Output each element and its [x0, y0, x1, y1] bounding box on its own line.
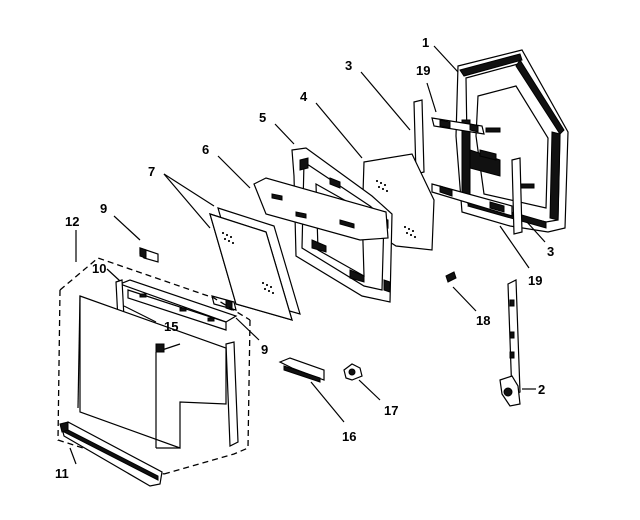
callout-1: 1 [422, 35, 429, 50]
callout-12: 12 [65, 214, 79, 229]
spacer-clip-9-upper [139, 247, 159, 263]
callout-9-upper: 9 [100, 201, 107, 216]
screw-18 [445, 271, 457, 283]
vent-strip-16 [278, 357, 325, 383]
glass-4-pattern-upper [376, 180, 388, 192]
leader-lines [69, 45, 546, 465]
spacer-clip-9-lower [211, 295, 237, 311]
callout-19-upper: 19 [416, 63, 430, 78]
bracket-19-upper [431, 117, 485, 135]
callout-6: 6 [202, 142, 209, 157]
callout-18: 18 [476, 313, 490, 328]
callout-3-upper: 3 [345, 58, 352, 73]
callout-17: 17 [384, 403, 398, 418]
callout-16: 16 [342, 429, 356, 444]
callouts: 1 2 3 3 4 5 6 7 9 9 10 11 12 15 16 17 18… [55, 35, 554, 481]
glass-7-pattern-lower [262, 282, 274, 294]
callout-10: 10 [92, 261, 106, 276]
callout-4: 4 [300, 89, 308, 104]
glass-panel-7-front [209, 213, 293, 321]
top-trim-10 [118, 279, 238, 331]
callout-3-lower: 3 [547, 244, 554, 259]
callout-5: 5 [259, 110, 266, 125]
inner-door-frame [455, 49, 569, 233]
front-door-panel [77, 295, 227, 449]
side-rail-right [225, 341, 239, 447]
bracket-19-lower [431, 183, 513, 217]
callout-2: 2 [538, 382, 545, 397]
insulation-shield-6 [253, 177, 389, 241]
latch-17 [343, 363, 363, 381]
glass-4-pattern-lower [404, 226, 416, 238]
hinge-2 [499, 279, 521, 407]
callout-15: 15 [164, 319, 178, 334]
vertical-strip-3-right [511, 157, 523, 235]
callout-11: 11 [55, 466, 69, 481]
callout-9-lower: 9 [261, 342, 268, 357]
callout-19-lower: 19 [528, 273, 542, 288]
callout-7: 7 [148, 164, 155, 179]
door-handle-11 [59, 421, 163, 487]
vertical-strip-3-left [413, 99, 425, 175]
glass-7-pattern-upper [222, 232, 234, 244]
